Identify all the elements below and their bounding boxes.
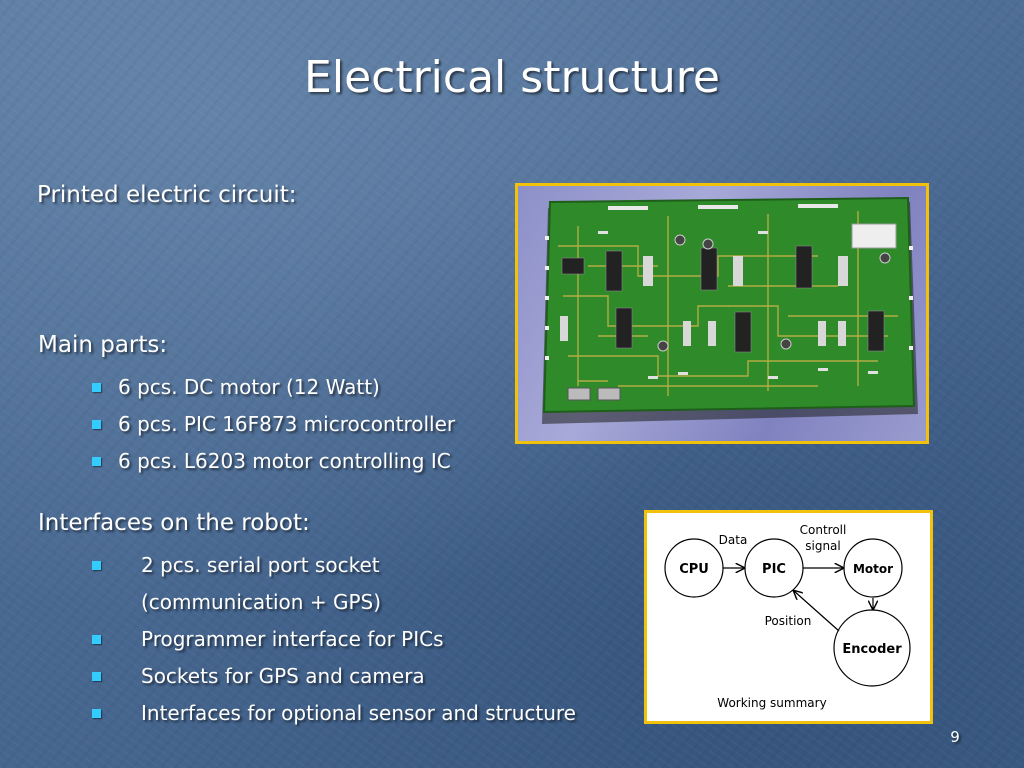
slide-title: Electrical structure: [304, 52, 720, 103]
pic-label: PIC: [762, 562, 786, 577]
pcb-photo: [515, 183, 929, 444]
data-edge-label: Data: [719, 533, 748, 547]
controll-edge-label-2: signal: [805, 539, 841, 553]
square-bullet-icon: [92, 635, 101, 644]
main-parts-label: Main parts:: [38, 332, 168, 358]
pcb-label: Printed electric circuit:: [37, 182, 297, 208]
square-bullet-icon: [92, 561, 101, 570]
working-summary-diagram: CPU PIC Motor Encoder Data Controll sign…: [644, 510, 933, 724]
block-diagram: CPU PIC Motor Encoder Data Controll sign…: [664, 523, 911, 710]
pcb-illustration: [542, 196, 918, 424]
page-number: 9: [950, 728, 960, 746]
position-arrow: [794, 591, 840, 632]
square-bullet-icon: [92, 457, 101, 466]
cpu-label: CPU: [679, 562, 709, 577]
interfaces-label: Interfaces on the robot:: [38, 510, 310, 536]
square-bullet-icon: [92, 672, 101, 681]
diagram-caption: Working summary: [717, 696, 826, 710]
square-bullet-icon: [92, 383, 101, 392]
square-bullet-icon: [92, 420, 101, 429]
motor-label: Motor: [853, 562, 893, 576]
square-bullet-icon: [92, 709, 101, 718]
encoder-label: Encoder: [842, 642, 902, 657]
position-edge-label: Position: [765, 614, 812, 628]
controll-edge-label-1: Controll: [800, 523, 847, 537]
